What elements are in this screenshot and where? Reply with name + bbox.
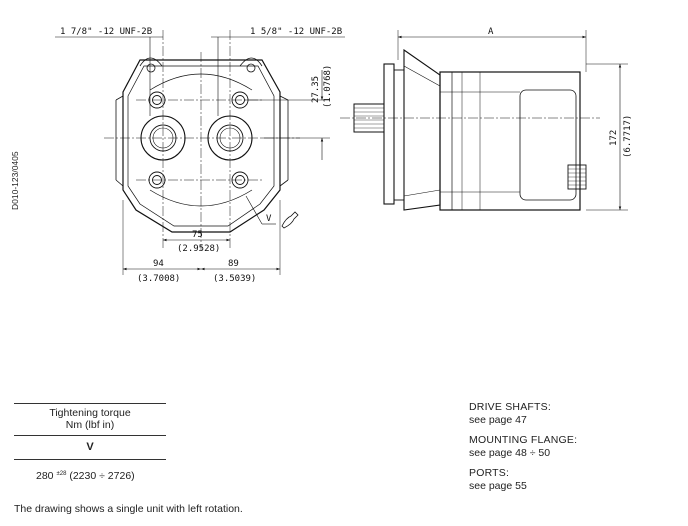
torque-value-row: 280 ±28 (2230 ÷ 2726): [14, 460, 166, 484]
reference-mounting-flange: MOUNTING FLANGE: see page 48 ÷ 50: [469, 434, 577, 460]
reference-title: PORTS:: [469, 467, 510, 479]
dim-27-mm: 27.35: [311, 76, 321, 103]
reference-title: DRIVE SHAFTS:: [469, 401, 551, 413]
front-view: [55, 30, 345, 275]
drawing-note: The drawing shows a single unit with lef…: [14, 503, 243, 515]
dim-89-mm: 89: [228, 259, 239, 269]
torque-table: Tightening torque Nm (lbf in) V 280 ±28 …: [14, 403, 166, 484]
table-rule: [14, 459, 166, 460]
dim-75-mm: 75: [192, 230, 203, 240]
reference-text: see page 55: [469, 480, 527, 492]
dim-a-label: A: [488, 27, 494, 37]
reference-title: MOUNTING FLANGE:: [469, 434, 578, 446]
reference-drive-shafts: DRIVE SHAFTS: see page 47: [469, 401, 577, 427]
reference-text: see page 47: [469, 414, 527, 426]
port-right-label: 1 5/8" -12 UNF-2B: [250, 27, 342, 37]
rotation-mark: V: [266, 214, 272, 224]
dim-27-in: (1.0768): [323, 65, 333, 108]
torque-header-line2: Nm (lbf in): [65, 419, 115, 431]
torque-value: 280: [36, 470, 54, 482]
table-rule: [14, 435, 166, 436]
dim-75-in: (2.9528): [177, 244, 220, 254]
torque-header-line1: Tightening torque: [49, 407, 131, 419]
table-rule: [14, 403, 166, 404]
dim-172-mm: 172: [609, 130, 619, 146]
torque-column-label: V: [86, 441, 94, 453]
reference-text: see page 48 ÷ 50: [469, 447, 551, 459]
port-left-label: 1 7/8" -12 UNF-2B: [60, 27, 152, 37]
dim-94-in: (3.7008): [137, 274, 180, 284]
dim-172-in: (6.7717): [623, 115, 633, 158]
side-view: [340, 30, 628, 211]
reference-ports: PORTS: see page 55: [469, 467, 577, 493]
drawing-id: D010-123/0405: [10, 151, 20, 210]
dim-94-mm: 94: [153, 259, 164, 269]
torque-tolerance: ±28: [56, 471, 67, 477]
dim-89-in: (3.5039): [213, 274, 256, 284]
torque-range: (2230 ÷ 2726): [69, 470, 135, 482]
torque-header: Tightening torque Nm (lbf in): [14, 404, 166, 435]
reference-list: DRIVE SHAFTS: see page 47 MOUNTING FLANG…: [469, 401, 577, 500]
